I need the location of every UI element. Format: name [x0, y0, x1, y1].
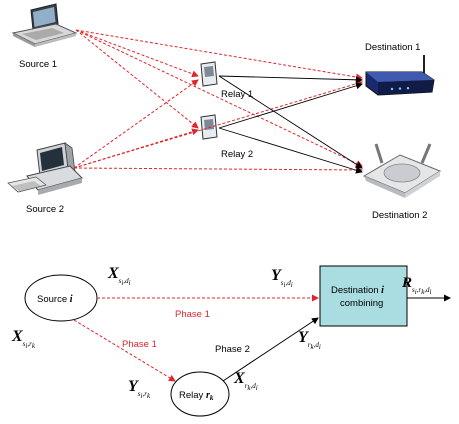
x-source-relay-symbol: Xsi,rk: [11, 328, 36, 350]
destination-box-line1: Destination i: [331, 285, 384, 296]
relay-node-label: Relay rk: [179, 390, 214, 402]
desktop-computer-icon: [7, 142, 83, 195]
relay-node: [170, 371, 230, 417]
source-1-label: Source 1: [19, 59, 57, 70]
relay-2-label: Relay 2: [221, 149, 253, 160]
relay-forward-links: [218, 75, 363, 174]
phase1-relay-arrow: [73, 319, 176, 382]
laptop-icon: [11, 3, 78, 47]
phase-1-label-relay: Phase 1: [122, 339, 157, 350]
source-2-label: Source 2: [26, 204, 64, 215]
phase2-relay-arrow: [222, 317, 319, 382]
x-source-destination-symbol: Xsi,di: [107, 265, 131, 287]
relay-1-label: Relay 1: [221, 89, 253, 100]
source-broadcast-links: [73, 29, 363, 174]
y-source-destination-symbol: Ysi,di: [271, 267, 293, 289]
destination-2-label: Destination 2: [372, 210, 427, 221]
y-source-relay-symbol: Ysi,rk: [128, 378, 151, 400]
r-combined-output-symbol: Rsi,rk,di: [401, 275, 432, 296]
x-relay-destination-symbol: Xrk,di: [233, 370, 258, 392]
y-relay-destination-symbol: Yrk,di: [298, 329, 321, 351]
source-node-label: Source i: [37, 294, 73, 305]
relay-device-icon: [200, 114, 218, 140]
relay-device-icon: [200, 61, 218, 87]
phase-1-label-direct: Phase 1: [175, 309, 210, 320]
destination-box-line2: combining: [340, 298, 383, 309]
destination-combining-box: [319, 265, 408, 327]
access-point-icon: [362, 143, 442, 198]
destination-1-label: Destination 1: [365, 42, 420, 53]
phase-2-label: Phase 2: [215, 344, 250, 355]
router-icon: [365, 55, 435, 96]
